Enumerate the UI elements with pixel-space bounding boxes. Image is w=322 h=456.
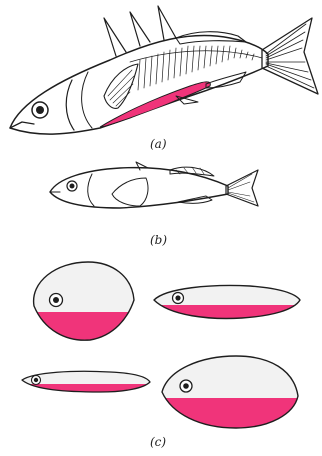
fish-b-pectoral-fin [112,178,148,206]
model-c2-elongated-red-belly [150,286,310,325]
panel-label-c: (c) [150,435,166,449]
fish-a-mouth [10,122,34,128]
fish-b-tail [226,170,258,206]
fish-a-lateral-plates [130,46,262,90]
fish-a-tail-rays [266,24,314,88]
panel-label-a: (a) [150,137,167,151]
model-c3-thin-red-belly [18,371,158,396]
fish-a-detailed-male-stickleback [10,6,318,134]
fish-b-gill-line [88,174,94,206]
fish-b-plain [50,162,258,208]
model-c1-rounded-red-belly [20,262,150,352]
fish-a-pectoral-fin [104,64,138,108]
model-c4-large-red-belly [156,356,306,438]
fish-a-gill-cover [66,80,74,130]
fish-a-anal-fin [206,72,246,88]
fish-a-dorsal-fin [176,32,246,44]
panel-label-b: (b) [150,233,167,247]
